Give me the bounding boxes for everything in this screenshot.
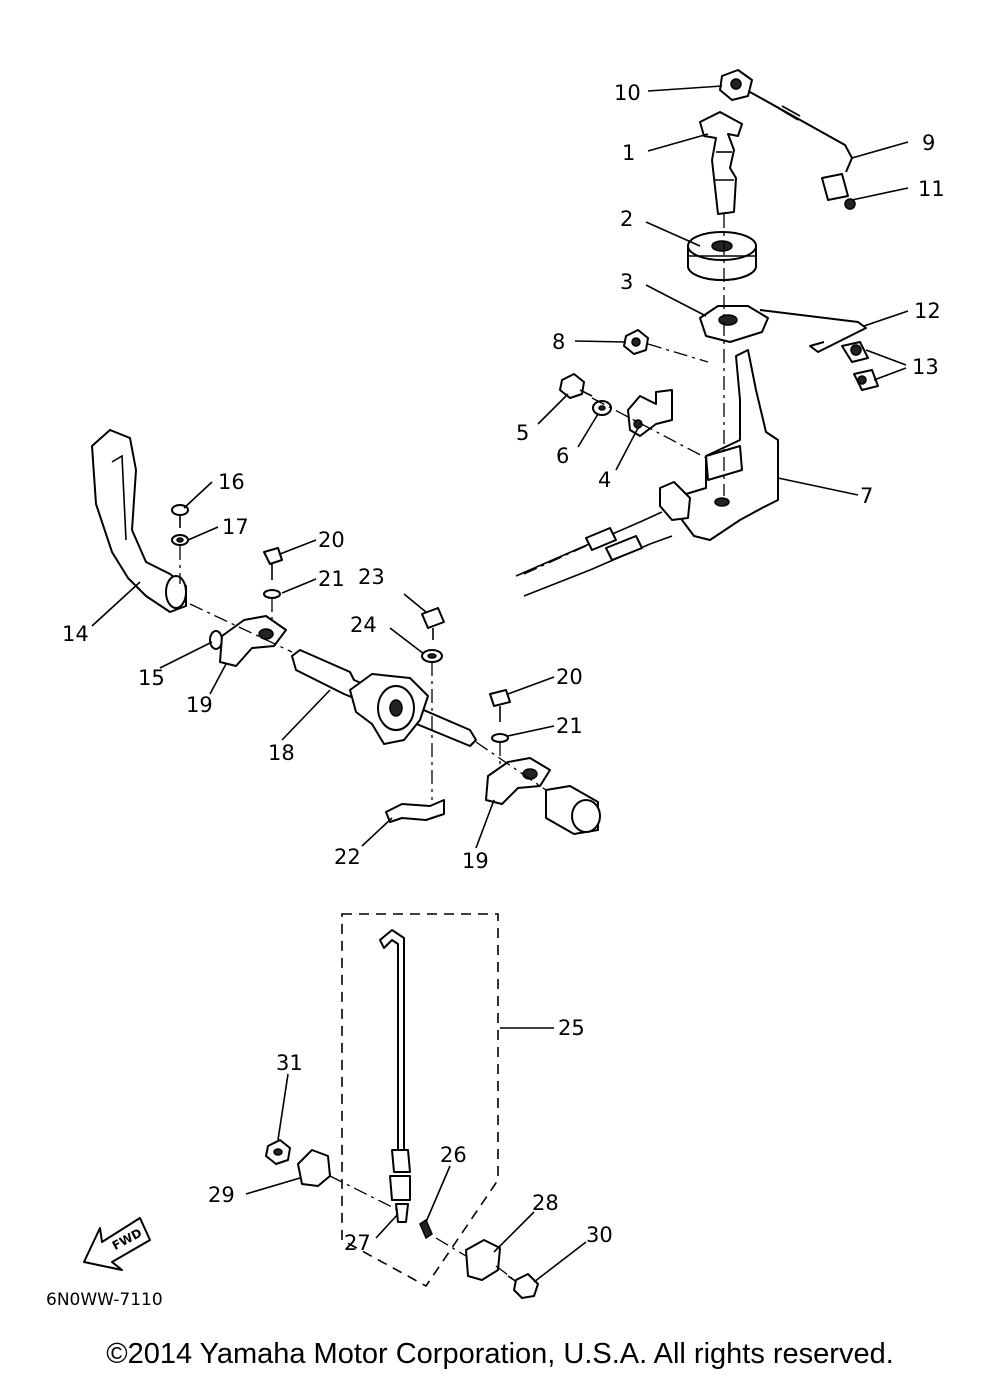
part-30-bolt: [507, 1273, 539, 1299]
part-16-screw: [171, 504, 189, 528]
part-26-pin: [419, 1218, 433, 1240]
part-20-bolt-left: [263, 547, 283, 580]
label-22: 22: [334, 845, 361, 869]
label-5: 5: [516, 421, 529, 445]
label-20-mid: 20: [556, 665, 583, 689]
label-18: 18: [268, 741, 295, 765]
label-21-mid: 21: [556, 714, 583, 738]
part-19-arm-right: [485, 757, 551, 805]
label-9: 9: [922, 131, 935, 155]
label-26: 26: [440, 1143, 467, 1167]
part-5-bolt: [559, 373, 593, 399]
label-2: 2: [620, 207, 633, 231]
label-14: 14: [62, 622, 89, 646]
label-15: 15: [138, 666, 165, 690]
leader-lines: [91, 85, 909, 1283]
label-23: 23: [358, 565, 385, 589]
part-17-washer: [171, 534, 189, 546]
centerline-14-18: [189, 603, 293, 653]
part-2-pulley: [687, 231, 757, 281]
drawing-code: 6N0WW-7110: [46, 1290, 163, 1310]
label-19-right: 19: [462, 849, 489, 873]
part-1-shaft: [699, 111, 743, 215]
copyright-notice: ©2014 Yamaha Motor Corporation, U.S.A. A…: [106, 1338, 894, 1370]
part-8-bolt: [623, 329, 649, 355]
centerline-5: [591, 397, 711, 461]
part-labels: 10 1 9 11 2 3 12 8 13 5 6 4 7 16 17 20 2…: [62, 81, 945, 1255]
part-18-shaft: [291, 649, 477, 747]
part-20-bolt-right: [489, 689, 511, 722]
centerline-30: [495, 1265, 513, 1279]
part-25-kit-outline: [341, 913, 499, 1288]
label-17: 17: [222, 515, 249, 539]
label-4: 4: [598, 468, 611, 492]
part-11-clip: [821, 173, 856, 210]
label-10: 10: [614, 81, 641, 105]
part-13-clips: [841, 341, 879, 391]
label-20-top: 20: [318, 528, 345, 552]
label-1: 1: [622, 141, 635, 165]
label-24: 24: [350, 613, 377, 637]
part-14-handle: [91, 429, 187, 613]
label-11: 11: [918, 177, 945, 201]
part-9-rod: [749, 91, 853, 173]
centerline-28: [435, 1237, 467, 1257]
label-6: 6: [556, 444, 569, 468]
label-31: 31: [276, 1051, 303, 1075]
label-19-left: 19: [186, 693, 213, 717]
part-15-ring: [209, 630, 223, 650]
label-28: 28: [532, 1191, 559, 1215]
knob: [545, 785, 601, 835]
label-25: 25: [558, 1016, 585, 1040]
centerline-8: [647, 343, 709, 363]
label-27: 27: [344, 1231, 371, 1255]
part-23-bolt: [421, 607, 445, 640]
label-16: 16: [218, 470, 245, 494]
part-29-clamp: [297, 1149, 331, 1187]
part-21-washer-left: [263, 589, 281, 599]
part-28-clamp: [465, 1239, 501, 1281]
part-21-washer-right: [491, 733, 509, 743]
part-22-clip: [385, 799, 445, 823]
label-21-top: 21: [318, 567, 345, 591]
fwd-arrow-icon: FWD: [83, 1217, 151, 1271]
part-10-joint: [719, 69, 753, 101]
part-31-nut: [265, 1139, 291, 1165]
label-12: 12: [914, 299, 941, 323]
part-24-washer: [421, 649, 443, 663]
label-8: 8: [552, 330, 565, 354]
part-25-rod: [379, 929, 411, 1223]
part-3-cam: [699, 305, 769, 343]
part-7-bracket: [659, 349, 779, 541]
part-19-arm-left: [219, 615, 287, 667]
label-29: 29: [208, 1183, 235, 1207]
throttle-cables: [515, 511, 673, 597]
label-13: 13: [912, 355, 939, 379]
label-3: 3: [620, 270, 633, 294]
centerline-29: [329, 1175, 399, 1211]
part-12-link: [759, 309, 867, 353]
label-7: 7: [860, 484, 873, 508]
label-30: 30: [586, 1223, 613, 1247]
